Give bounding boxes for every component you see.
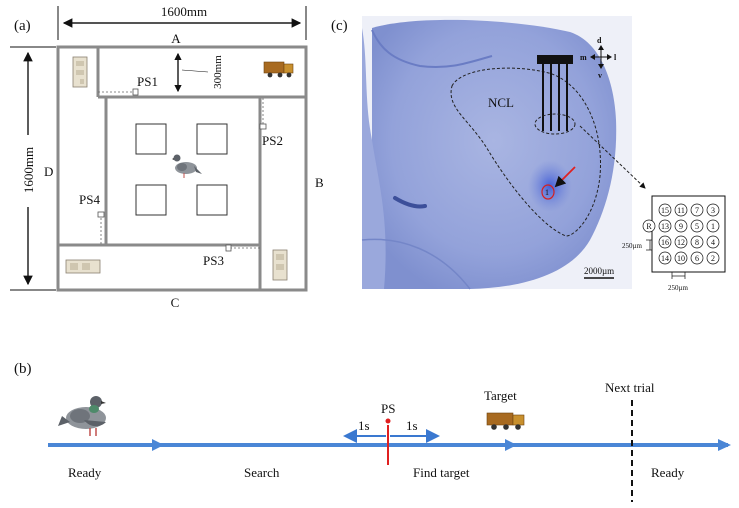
timeline: [48, 439, 731, 451]
ps-event-marker: PS 1s 1s: [343, 401, 440, 465]
height-dimension: 1600mm: [10, 46, 56, 291]
stage-ready-2: Ready: [651, 465, 685, 480]
electrode-layout-grid: 15 11 7 3R 13 9 5 1 16 12 8 4 14 10 6 2: [642, 203, 720, 265]
height-label: 1600mm: [21, 147, 36, 193]
ps-label: PS: [381, 401, 395, 416]
recording-site-marker: 1: [541, 166, 576, 200]
side-a-label: A: [171, 31, 181, 46]
ps2-label: PS2: [262, 133, 283, 148]
electrode-site-label: 8: [695, 238, 699, 247]
electrode-site: [674, 235, 688, 249]
electrode-site-label: 1: [711, 222, 715, 231]
electrode-site-label: 9: [679, 222, 683, 231]
electrode-layout: 15 11 7 3R 13 9 5 1 16 12 8 4 14 10 6 2 250µm 250µm: [622, 195, 726, 292]
stage-ready-1: Ready: [68, 465, 102, 480]
next-trial-label: Next trial: [605, 380, 655, 395]
compass-l: l: [614, 53, 617, 62]
side-c-label: C: [171, 295, 180, 310]
electrode-site: [642, 219, 656, 233]
orientation-compass: d v m l: [580, 36, 617, 80]
ncl-outline: [450, 67, 602, 237]
panel-label-b: (b): [14, 361, 32, 377]
electrode-site: [658, 219, 672, 233]
electrode-site-label: 15: [661, 206, 669, 215]
electrode-site-label: 2: [711, 254, 715, 263]
stage-find-target: Find target: [413, 465, 470, 480]
compass-v: v: [598, 71, 602, 80]
electrode-site: [658, 251, 672, 265]
arena-obstacles: [135, 123, 228, 216]
pigeon-icon-timeline: [58, 396, 106, 436]
electrode-site-label: R: [646, 222, 652, 231]
electrode-site-label: 12: [677, 238, 685, 247]
shelf-object-top-left: [72, 56, 88, 88]
pitch-horizontal-label: 250µm: [668, 284, 689, 292]
electrode-site-label: 7: [695, 206, 699, 215]
electrode-site-label: 3: [711, 206, 715, 215]
width-label: 1600mm: [161, 4, 207, 19]
brain-section: [361, 16, 632, 290]
electrode-site: [674, 203, 688, 217]
width-dimension: 1600mm: [57, 2, 307, 40]
electrode-site: [690, 219, 704, 233]
corridor-dimension: 300mm: [174, 52, 224, 93]
pigeon-icon-arena: [172, 154, 202, 178]
electrode-site: [706, 235, 720, 249]
electrode-site-label: 16: [661, 238, 669, 247]
compass-m: m: [580, 53, 587, 62]
photo-sensor-ps4: PS4: [79, 192, 105, 245]
electrode-site: [674, 251, 688, 265]
electrode-site: [706, 203, 720, 217]
electrode-site-label: 14: [661, 254, 669, 263]
electrode-site: [690, 251, 704, 265]
before-window-label: 1s: [358, 418, 370, 433]
truck-icon-arena: [263, 61, 294, 78]
after-window-label: 1s: [406, 418, 418, 433]
electrode-site-label: 10: [677, 254, 685, 263]
photo-sensor-ps3: PS3: [203, 244, 260, 268]
target-label: Target: [484, 388, 517, 403]
ps3-label: PS3: [203, 253, 224, 268]
photo-sensor-ps1: PS1: [98, 74, 158, 96]
panel-label-a: (a): [14, 18, 31, 34]
photo-sensor-ps2: PS2: [259, 98, 283, 148]
side-b-label: B: [315, 175, 324, 190]
pitch-vertical-label: 250µm: [622, 242, 643, 250]
electrode-site: [690, 235, 704, 249]
electrode-site: [706, 219, 720, 233]
truck-icon-target: [486, 412, 525, 430]
stage-search: Search: [244, 465, 280, 480]
electrode-site-label: 5: [695, 222, 699, 231]
scale-bar: 2000µm: [584, 266, 614, 279]
electrode-id: 1: [545, 188, 549, 197]
electrode-site-label: 4: [711, 238, 715, 247]
panel-label-c: (c): [331, 18, 348, 34]
electrode-site-label: 11: [677, 206, 685, 215]
shelf-object-bottom-left: [65, 259, 101, 274]
electrode-site: [658, 235, 672, 249]
electrode-site: [706, 251, 720, 265]
ps4-label: PS4: [79, 192, 100, 207]
electrode-site-label: 6: [695, 254, 699, 263]
ncl-label: NCL: [488, 95, 514, 110]
corridor-label: 300mm: [212, 55, 224, 89]
scale-bar-label: 2000µm: [584, 266, 614, 276]
electrode-site-label: 13: [661, 222, 669, 231]
shelf-object-bottom-right: [272, 249, 288, 281]
side-d-label: D: [44, 164, 53, 179]
electrode-site: [658, 203, 672, 217]
compass-d: d: [597, 36, 602, 45]
electrode-array: [534, 55, 576, 135]
electrode-site: [674, 219, 688, 233]
electrode-site: [690, 203, 704, 217]
ps1-label: PS1: [137, 74, 158, 89]
